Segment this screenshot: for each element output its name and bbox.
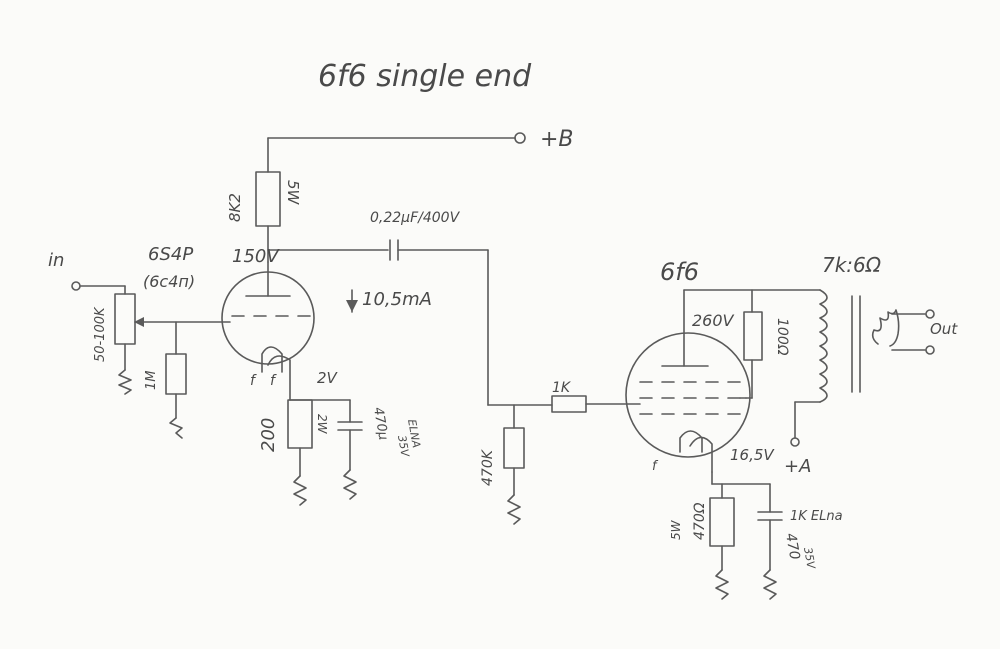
svg-text:2V: 2V — [317, 369, 339, 387]
coupling-cap-label: 0,22µF/400V — [370, 210, 461, 226]
transformer-ratio: 7k:6Ω — [822, 253, 882, 277]
svg-text:470K: 470K — [480, 448, 496, 486]
coupling-capacitor: 0,22µF/400V — [370, 210, 489, 406]
svg-text:470: 470 — [782, 532, 802, 561]
svg-text:10,5mA: 10,5mA — [362, 289, 432, 310]
svg-text:5W: 5W — [284, 180, 302, 206]
svg-text:470µ: 470µ — [370, 406, 391, 441]
svg-text:1K: 1K — [552, 380, 572, 396]
stage1-cathode-network: 2V 200 2W 470µ 35V ELNA — [258, 369, 423, 506]
svg-text:1M: 1M — [144, 371, 159, 391]
stage2-plate-screen: 100Ω — [683, 289, 821, 399]
stage2-tube-label: 6f6 — [660, 258, 699, 286]
svg-text:100Ω: 100Ω — [774, 318, 790, 356]
stage1-tube: 6S4P (6c4п) f f — [143, 244, 315, 401]
stage2-grid-network: 1K 470K — [480, 380, 641, 525]
schematic-title: 6f6 single end — [318, 59, 532, 94]
output-label: Out — [930, 320, 958, 338]
svg-text:f: f — [250, 373, 257, 389]
stage2-tube: 6f6 260V f — [625, 258, 751, 474]
plate-current-annotation: 10,5mA — [346, 289, 432, 313]
plate-resistor-8k2: 8K2 5W — [226, 137, 302, 263]
svg-text:8K2: 8K2 — [226, 193, 244, 222]
svg-text:1K ELna: 1K ELna — [790, 509, 843, 524]
output-transformer: 7k:6Ω Out +A — [784, 253, 958, 477]
svg-text:f: f — [652, 459, 659, 474]
stage2-cathode-network: 16,5V 470Ω 5W 1K ELna 470 35V — [669, 446, 843, 600]
stage1-grid-resistor: 1M — [144, 321, 187, 439]
svg-text:f: f — [270, 373, 277, 389]
svg-text:2W: 2W — [315, 414, 329, 435]
svg-text:5W: 5W — [669, 519, 683, 540]
svg-text:260V: 260V — [692, 311, 735, 330]
stage1-tube-label: 6S4P — [148, 244, 193, 265]
svg-text:35V: 35V — [395, 434, 412, 459]
input-potentiometer: 50-100K — [93, 293, 231, 395]
stage1-tube-alt: (6c4п) — [143, 272, 195, 291]
svg-text:470Ω: 470Ω — [692, 502, 708, 540]
b-plus-rail: +B — [267, 127, 574, 152]
svg-text:16,5V: 16,5V — [730, 446, 775, 464]
svg-text:50-100K: 50-100K — [93, 306, 108, 362]
stage1-plate-voltage: 150V — [232, 246, 280, 267]
svg-text:35V: 35V — [801, 546, 818, 571]
input-label: in — [48, 250, 64, 271]
svg-text:200: 200 — [258, 418, 279, 452]
plus-a-label: +A — [784, 456, 811, 477]
b-plus-label: +B — [540, 127, 574, 152]
input-terminal: in — [48, 250, 126, 295]
svg-text:ELNA: ELNA — [405, 418, 423, 449]
